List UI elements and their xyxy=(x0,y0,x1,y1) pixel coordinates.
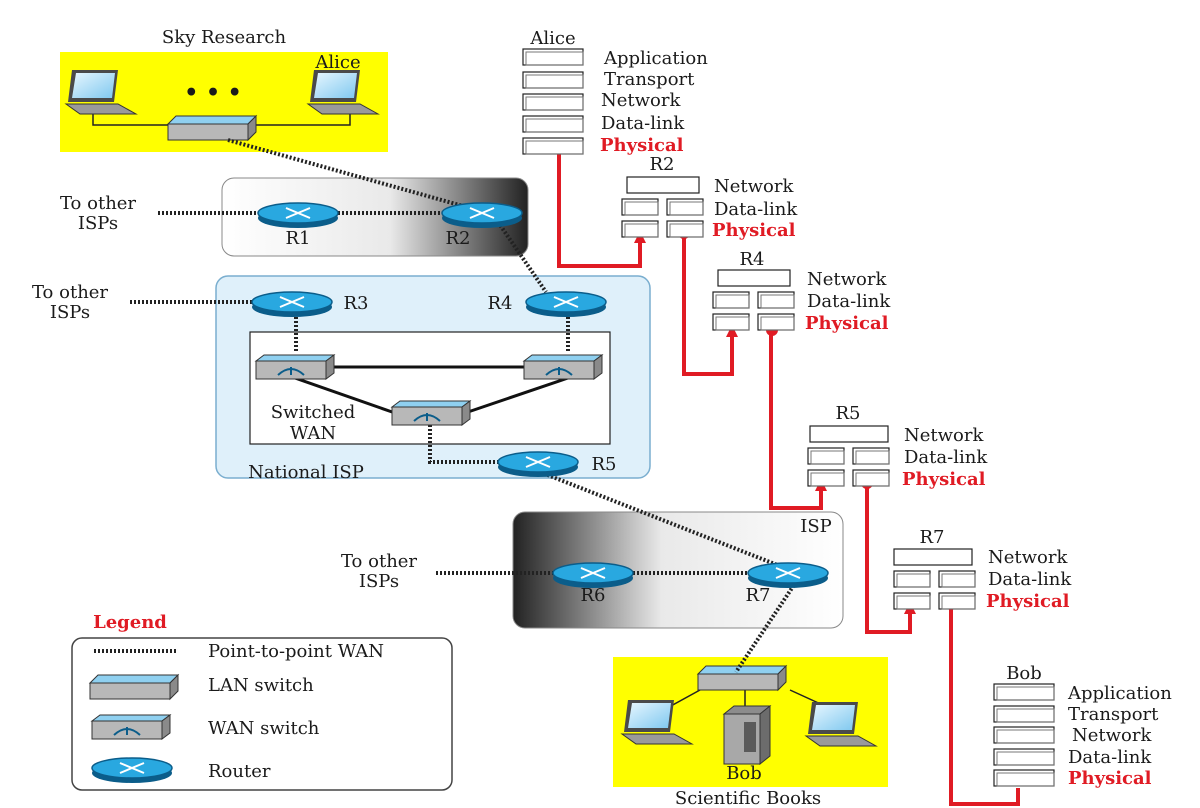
legend-lan-switch-icon xyxy=(89,674,179,700)
scientific-books-title: Scientific Books xyxy=(675,788,821,808)
r7-stack-name: R7 xyxy=(919,527,944,548)
bob-layer-datalink: Data-link xyxy=(1068,747,1152,768)
bob-stack: Bob Application Transport Network Data-l… xyxy=(993,663,1172,789)
legend-item-p2p: Point-to-point WAN xyxy=(208,641,384,662)
router-r2-icon xyxy=(441,202,523,229)
router-r2-label: R2 xyxy=(445,228,470,249)
alice-layer-application: Application xyxy=(603,48,708,69)
r2-layer-physical: Physical xyxy=(712,220,796,241)
router-r4-label: R4 xyxy=(487,293,512,314)
bob-layer-application: Application xyxy=(1067,683,1172,704)
r5-layer-datalink: Data-link xyxy=(904,447,988,468)
to-other-isps-label: ISPs xyxy=(78,213,118,234)
data-path xyxy=(557,149,1020,806)
r2-stack-name: R2 xyxy=(649,154,674,175)
sky-alice-label: Alice xyxy=(314,52,360,73)
isp-label: ISP xyxy=(800,516,832,537)
national-isp-label: National ISP xyxy=(248,462,364,483)
to-other-isps-label: To other xyxy=(32,282,108,303)
books-bob-label: Bob xyxy=(726,763,762,784)
wan-switch-icon xyxy=(523,354,603,380)
alice-layer-network: Network xyxy=(601,90,681,111)
regional-isp-box xyxy=(221,177,529,257)
bob-layer-physical: Physical xyxy=(1068,768,1152,789)
router-r5-label: R5 xyxy=(591,454,616,475)
legend-item-router: Router xyxy=(208,761,271,782)
lan-switch-icon xyxy=(167,115,257,141)
r5-layer-network: Network xyxy=(904,425,984,446)
sky-research-title: Sky Research xyxy=(162,27,287,48)
r5-layer-physical: Physical xyxy=(902,469,986,490)
legend-wan-switch-icon xyxy=(91,714,171,740)
r7-layer-physical: Physical xyxy=(986,591,1070,612)
wan-switch-links xyxy=(294,365,569,415)
router-r7-label: R7 xyxy=(745,585,770,606)
wan-switch-icon xyxy=(391,400,471,426)
more-hosts-dots: • • • xyxy=(184,80,242,106)
router-r5-icon xyxy=(497,451,579,478)
wan-switch-icon xyxy=(255,354,335,380)
alice-layer-transport: Transport xyxy=(604,69,695,90)
point-to-point-links xyxy=(130,138,798,674)
alice-layer-datalink: Data-link xyxy=(601,113,685,134)
router-r4-icon xyxy=(525,291,607,318)
r2-stack: R2 Network Data-link Physical xyxy=(621,154,798,241)
legend-title: Legend xyxy=(93,612,167,633)
alice-stack-name: Alice xyxy=(529,28,575,49)
router-r1-label: R1 xyxy=(285,228,310,249)
r4-stack: R4 Network Data-link Physical xyxy=(712,249,891,334)
to-other-isps-label: ISPs xyxy=(359,571,399,592)
r4-layer-network: Network xyxy=(807,269,887,290)
alice-layer-physical: Physical xyxy=(600,135,684,156)
r7-stack: R7 Network Data-link Physical xyxy=(893,527,1072,612)
legend-item-lan-switch: LAN switch xyxy=(208,675,314,696)
r4-layer-datalink: Data-link xyxy=(807,291,891,312)
to-other-isps-label: To other xyxy=(341,551,417,572)
bob-layer-network: Network xyxy=(1072,725,1152,746)
lan-switch-icon xyxy=(697,665,787,691)
r4-layer-physical: Physical xyxy=(805,313,889,334)
r4-stack-name: R4 xyxy=(739,249,764,270)
r7-layer-datalink: Data-link xyxy=(988,569,1072,590)
legend-router-icon xyxy=(91,757,173,784)
r5-stack-name: R5 xyxy=(835,403,860,424)
router-r1-icon xyxy=(257,202,339,229)
to-other-isps-label: To other xyxy=(60,193,136,214)
switched-wan-label-2: WAN xyxy=(290,423,336,444)
router-r3-label: R3 xyxy=(343,293,368,314)
r2-layer-datalink: Data-link xyxy=(714,199,798,220)
switched-wan-label-1: Switched xyxy=(271,402,356,423)
server-icon xyxy=(722,704,772,766)
router-r3-icon xyxy=(251,291,333,318)
r2-layer-network: Network xyxy=(714,176,794,197)
bob-layer-transport: Transport xyxy=(1068,704,1159,725)
r7-layer-network: Network xyxy=(988,547,1068,568)
bob-stack-name: Bob xyxy=(1006,663,1042,684)
to-other-isps-label: ISPs xyxy=(50,302,90,323)
legend-item-wan-switch: WAN switch xyxy=(208,718,320,739)
alice-stack: Alice Application Transport Network Data… xyxy=(522,28,708,156)
router-r6-label: R6 xyxy=(580,585,605,606)
r5-stack: R5 Network Data-link Physical xyxy=(807,403,988,490)
isp-box xyxy=(512,511,844,629)
